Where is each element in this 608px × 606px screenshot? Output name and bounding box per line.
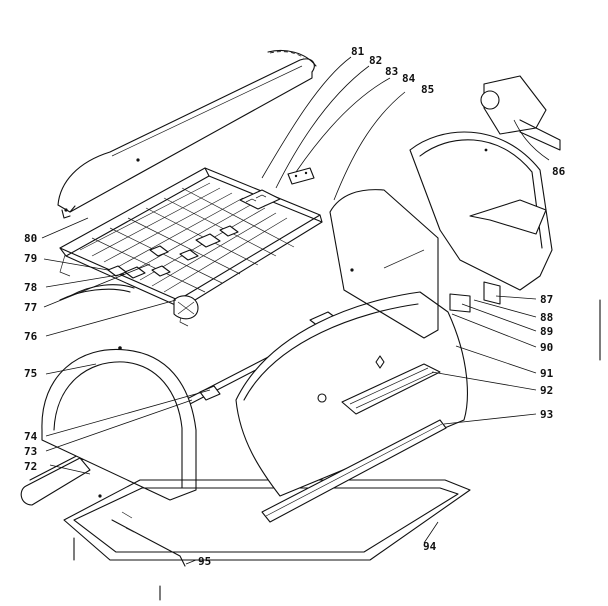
part-label-80: 80 (24, 232, 37, 245)
part-label-86: 86 (552, 165, 566, 178)
leader-lines (41, 56, 550, 565)
part-label-76: 76 (24, 330, 38, 343)
part-label-85: 85 (421, 83, 434, 96)
part-label-84: 84 (402, 72, 416, 85)
part-label-93: 93 (540, 408, 553, 421)
rear-panel (329, 189, 439, 339)
left-end-cap (41, 346, 197, 501)
part-label-75: 75 (24, 367, 37, 380)
rack-clips (107, 167, 315, 279)
drip-rail (261, 419, 447, 523)
part-label-91: 91 (540, 367, 554, 380)
part-label-83: 83 (385, 65, 398, 78)
part-label-77: 77 (24, 301, 37, 314)
part-label-73: 73 (24, 445, 37, 458)
part-label-72: 72 (24, 460, 37, 473)
part-label-87: 87 (540, 293, 553, 306)
part-label-78: 78 (24, 281, 37, 294)
front-cover (235, 291, 468, 497)
part-label-74: 74 (24, 430, 38, 443)
rotisserie-motor (480, 75, 561, 151)
motor-housing (409, 131, 553, 313)
lid-shell (57, 49, 317, 219)
part-label-88: 88 (540, 311, 553, 324)
part-label-89: 89 (540, 325, 553, 338)
part-label-82: 82 (369, 54, 382, 67)
part-label-95: 95 (198, 555, 211, 568)
part-label-81: 81 (351, 45, 365, 58)
part-label-92: 92 (540, 384, 553, 397)
part-label-90: 90 (540, 341, 553, 354)
part-label-79: 79 (24, 252, 37, 265)
part-label-94: 94 (423, 540, 437, 553)
part-labels: 81 82 83 84 85 86 80 79 78 77 76 75 74 7… (24, 45, 566, 568)
base-tray (63, 479, 471, 601)
